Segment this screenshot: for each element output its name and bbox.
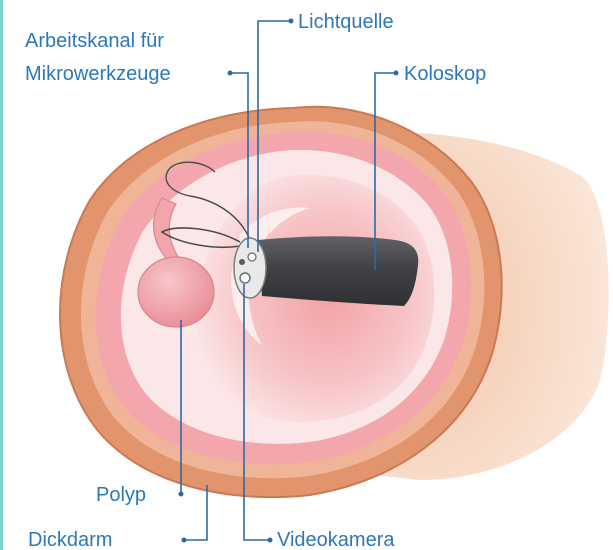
label-lichtquelle: Lichtquelle — [298, 11, 394, 33]
working-channel-opening — [239, 259, 245, 265]
label-dickdarm: Dickdarm — [28, 529, 112, 550]
colonoscope-body — [258, 236, 418, 306]
light-source-lens — [248, 253, 256, 261]
label-videokamera: Videokamera — [277, 529, 395, 550]
label-polyp: Polyp — [96, 484, 146, 506]
label-koloskop: Koloskop — [404, 63, 486, 85]
label-arbeitskanal-line1: Arbeitskanal für — [25, 30, 164, 52]
label-arbeitskanal-line2: Mikrowerkzeuge — [25, 63, 171, 85]
colonoscope-tip — [234, 238, 266, 298]
camera-lens — [240, 273, 250, 283]
polyp-head — [138, 257, 214, 327]
